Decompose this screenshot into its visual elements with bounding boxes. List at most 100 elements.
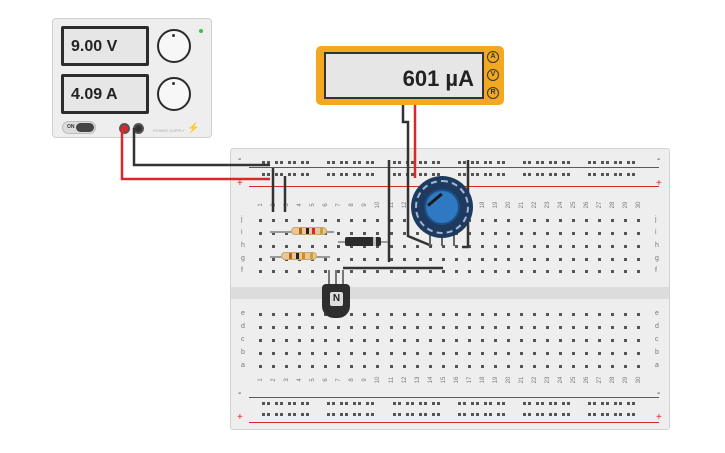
breadboard-hole[interactable] xyxy=(272,313,276,316)
rail-hole[interactable] xyxy=(601,173,605,176)
rail-hole[interactable] xyxy=(358,161,362,164)
breadboard-hole[interactable] xyxy=(559,270,563,273)
rail-hole[interactable] xyxy=(366,413,370,416)
breadboard-hole[interactable] xyxy=(546,365,550,368)
power-switch[interactable]: ON xyxy=(62,121,96,134)
breadboard-hole[interactable] xyxy=(624,326,628,329)
breadboard-hole[interactable] xyxy=(272,339,276,342)
breadboard-hole[interactable] xyxy=(546,326,550,329)
breadboard-hole[interactable] xyxy=(637,326,641,329)
breadboard-hole[interactable] xyxy=(298,365,302,368)
breadboard-hole[interactable] xyxy=(324,270,328,273)
breadboard-hole[interactable] xyxy=(467,258,471,261)
breadboard-hole[interactable] xyxy=(598,232,602,235)
breadboard-hole[interactable] xyxy=(572,365,576,368)
breadboard-hole[interactable] xyxy=(363,270,367,273)
breadboard-hole[interactable] xyxy=(389,313,393,316)
breadboard-hole[interactable] xyxy=(546,270,550,273)
breadboard-hole[interactable] xyxy=(259,258,262,261)
breadboard-hole[interactable] xyxy=(480,219,484,222)
breadboard-hole[interactable] xyxy=(441,352,445,355)
mode-voltmeter-button[interactable]: V xyxy=(487,69,499,81)
breadboard-hole[interactable] xyxy=(585,258,589,261)
breadboard-hole[interactable] xyxy=(559,365,563,368)
rail-hole[interactable] xyxy=(601,402,605,405)
rail-hole[interactable] xyxy=(567,173,571,176)
breadboard-hole[interactable] xyxy=(624,245,628,248)
breadboard-hole[interactable] xyxy=(598,352,602,355)
breadboard-hole[interactable] xyxy=(520,270,523,273)
breadboard-hole[interactable] xyxy=(480,245,484,248)
breadboard-hole[interactable] xyxy=(493,352,497,355)
rail-hole[interactable] xyxy=(436,413,440,416)
breadboard-hole[interactable] xyxy=(324,339,328,342)
breadboard-hole[interactable] xyxy=(259,352,262,355)
breadboard-hole[interactable] xyxy=(533,352,537,355)
rail-hole[interactable] xyxy=(536,413,540,416)
breadboard-hole[interactable] xyxy=(559,313,563,316)
breadboard-hole[interactable] xyxy=(311,365,315,368)
rail-hole[interactable] xyxy=(541,402,545,405)
breadboard-hole[interactable] xyxy=(376,245,380,248)
rail-hole[interactable] xyxy=(614,413,618,416)
rail-hole[interactable] xyxy=(567,402,571,405)
breadboard-hole[interactable] xyxy=(467,245,471,248)
breadboard-hole[interactable] xyxy=(572,313,576,316)
power-supply[interactable]: 9.00 V 4.09 A ON POWER SUPPLY ⚡ xyxy=(52,18,212,138)
breadboard-hole[interactable] xyxy=(506,339,510,342)
breadboard-hole[interactable] xyxy=(363,232,367,235)
breadboard-hole[interactable] xyxy=(337,326,341,329)
breadboard-hole[interactable] xyxy=(520,245,523,248)
rail-hole[interactable] xyxy=(358,402,362,405)
breadboard-hole[interactable] xyxy=(376,219,380,222)
breadboard-hole[interactable] xyxy=(480,339,484,342)
breadboard-hole[interactable] xyxy=(572,232,576,235)
rail-hole[interactable] xyxy=(470,402,474,405)
breadboard-hole[interactable] xyxy=(415,352,419,355)
rail-hole[interactable] xyxy=(588,402,592,405)
breadboard-hole[interactable] xyxy=(285,326,289,329)
rail-hole[interactable] xyxy=(275,173,279,176)
breadboard-hole[interactable] xyxy=(585,270,589,273)
breadboard-hole[interactable] xyxy=(337,365,341,368)
rail-hole[interactable] xyxy=(267,161,270,164)
breadboard-hole[interactable] xyxy=(285,245,289,248)
breadboard-hole[interactable] xyxy=(376,313,380,316)
rail-hole[interactable] xyxy=(262,402,265,405)
breadboard-hole[interactable] xyxy=(350,270,354,273)
rail-hole[interactable] xyxy=(288,413,292,416)
breadboard-hole[interactable] xyxy=(376,326,380,329)
breadboard-hole[interactable] xyxy=(389,258,393,261)
rail-hole[interactable] xyxy=(536,173,540,176)
breadboard-hole[interactable] xyxy=(285,365,289,368)
breadboard-hole[interactable] xyxy=(467,339,471,342)
breadboard-hole[interactable] xyxy=(480,270,484,273)
rail-hole[interactable] xyxy=(262,161,265,164)
breadboard-hole[interactable] xyxy=(624,352,628,355)
breadboard-hole[interactable] xyxy=(533,339,537,342)
breadboard-hole[interactable] xyxy=(259,219,262,222)
rail-hole[interactable] xyxy=(483,413,487,416)
breadboard-hole[interactable] xyxy=(415,339,419,342)
breadboard-hole[interactable] xyxy=(324,245,328,248)
breadboard-hole[interactable] xyxy=(428,326,432,329)
breadboard-hole[interactable] xyxy=(480,258,484,261)
breadboard-hole[interactable] xyxy=(441,365,445,368)
rail-hole[interactable] xyxy=(593,173,597,176)
breadboard-hole[interactable] xyxy=(441,245,445,248)
breadboard-hole[interactable] xyxy=(467,326,471,329)
breadboard-hole[interactable] xyxy=(480,352,484,355)
breadboard-hole[interactable] xyxy=(546,245,550,248)
breadboard-hole[interactable] xyxy=(389,232,393,235)
rail-hole[interactable] xyxy=(496,173,500,176)
breadboard-hole[interactable] xyxy=(559,258,563,261)
breadboard-hole[interactable] xyxy=(585,313,589,316)
resistor-1[interactable] xyxy=(291,227,327,235)
rail-hole[interactable] xyxy=(431,161,435,164)
rail-hole[interactable] xyxy=(549,413,553,416)
rail-hole[interactable] xyxy=(332,402,336,405)
breadboard-hole[interactable] xyxy=(533,365,537,368)
breadboard-hole[interactable] xyxy=(559,339,563,342)
breadboard-hole[interactable] xyxy=(637,313,641,316)
breadboard-hole[interactable] xyxy=(611,352,615,355)
